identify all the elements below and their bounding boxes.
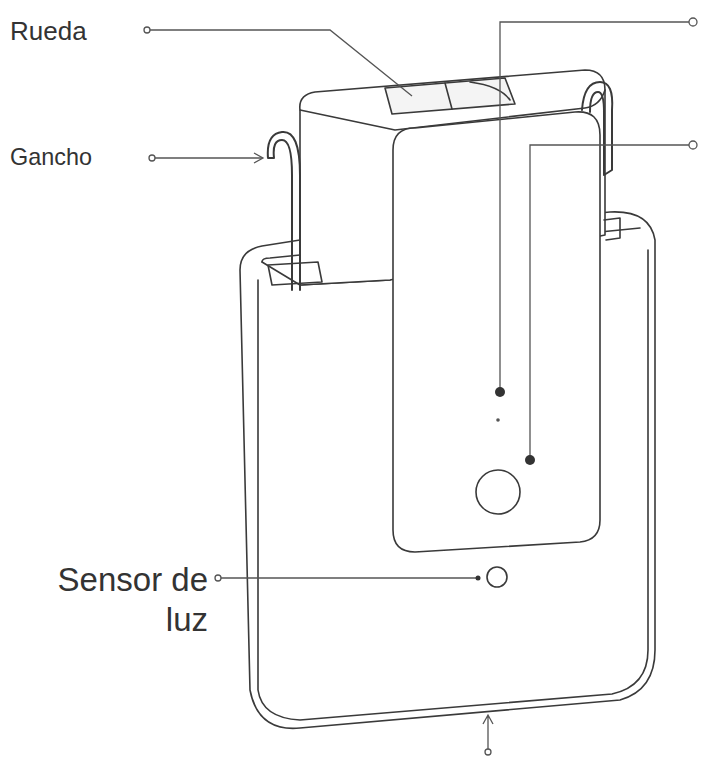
leader-line xyxy=(150,30,412,96)
hook-right xyxy=(582,82,612,175)
part-label: Rueda xyxy=(10,16,140,47)
leader-line xyxy=(155,157,262,158)
hook-left xyxy=(268,132,300,290)
part-label: Gancho xyxy=(10,143,150,171)
part-label: Sensor de luz xyxy=(8,560,208,639)
indicator xyxy=(496,418,500,422)
leader-line xyxy=(221,577,478,578)
leader-dot xyxy=(525,455,535,465)
leader-line xyxy=(530,145,689,456)
light-sensor xyxy=(487,567,507,587)
leader-arrow xyxy=(483,715,493,749)
leader-dot xyxy=(476,576,481,581)
leader-line xyxy=(500,22,689,388)
leader-dot xyxy=(495,387,505,397)
wheel xyxy=(385,78,515,114)
front-panel xyxy=(393,112,600,552)
button xyxy=(476,470,520,514)
leader-end xyxy=(144,27,150,33)
leader-arrow xyxy=(254,153,263,163)
